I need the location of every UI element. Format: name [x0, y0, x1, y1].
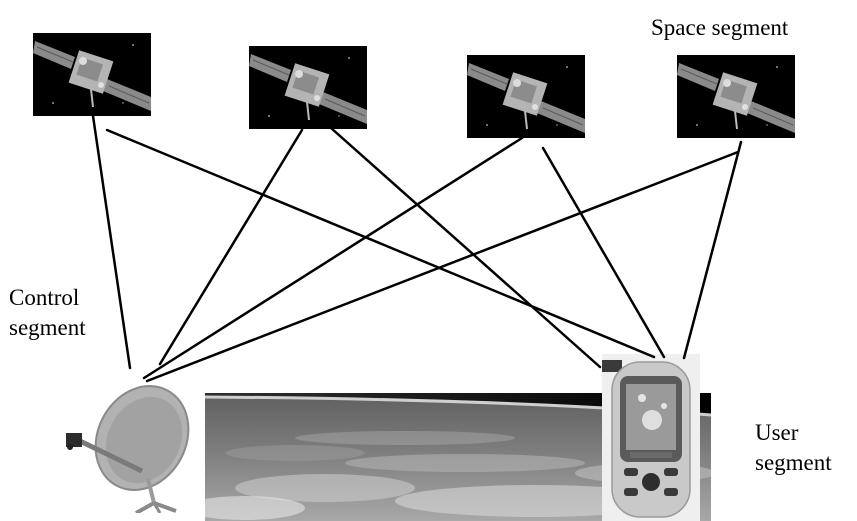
- space-segment-text: Space segment: [651, 15, 789, 40]
- user-segment-line1: User: [755, 420, 799, 445]
- satellite-2: [249, 46, 367, 129]
- control-segment-line1: Control: [9, 285, 80, 310]
- satellite-dish-icon: [58, 383, 198, 518]
- space-segment-label: Space segment: [651, 13, 788, 43]
- link-satellite-3-user: [541, 146, 666, 359]
- satellite-3: [467, 55, 585, 138]
- link-satellite-1-user: [105, 128, 656, 359]
- link-satellite-4-user: [682, 140, 743, 360]
- link-satellite-3-control: [142, 136, 524, 380]
- user-segment-line2: segment: [755, 450, 832, 475]
- control-segment-line2: segment: [9, 315, 86, 340]
- link-satellite-4-control: [145, 150, 740, 383]
- gps-receiver-icon: [602, 354, 700, 521]
- user-segment-label: User segment: [755, 418, 832, 478]
- satellite-1: [33, 33, 151, 116]
- control-segment-label: Control segment: [9, 283, 86, 343]
- link-satellite-1-control: [91, 114, 132, 370]
- link-satellite-2-control: [158, 128, 304, 366]
- link-satellite-2-user: [329, 126, 602, 369]
- satellite-4: [677, 55, 795, 138]
